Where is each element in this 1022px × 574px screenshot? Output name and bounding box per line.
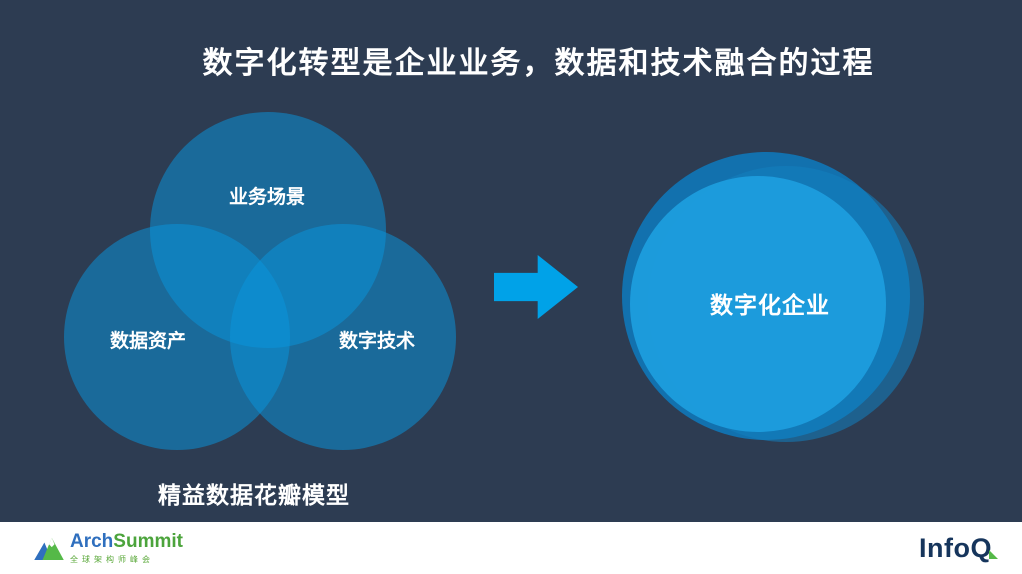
footer-bar: ArchSummit 全球架构师峰会 InfoQ [0, 522, 1022, 574]
archsummit-word-arch: Arch [70, 530, 114, 552]
mountain-icon [34, 537, 64, 560]
infoq-wordmark: InfoQ [919, 532, 992, 563]
infoq-logo: InfoQ [919, 532, 998, 564]
venn-label-business: 业务场景 [228, 187, 305, 208]
result-circle-inner [630, 176, 886, 432]
archsummit-word-summit: Summit [113, 530, 183, 552]
archsummit-subtitle: 全球架构师峰会 [70, 554, 154, 564]
venn-circle-tech [230, 224, 456, 450]
venn-label-tech: 数字技术 [338, 331, 415, 352]
archsummit-logo: ArchSummit 全球架构师峰会 [34, 532, 183, 565]
archsummit-wordmark: ArchSummit [70, 532, 183, 551]
result-circle-group: 数字化企业 [600, 140, 940, 480]
archsummit-text: ArchSummit 全球架构师峰会 [70, 532, 183, 565]
slide-title: 数字化转型是企业业务，数据和技术融合的过程 [202, 47, 875, 80]
venn-diagram: 业务场景 数据资产 数字技术 [0, 0, 520, 520]
infoq-green-accent-icon [989, 549, 998, 559]
venn-caption: 精益数据花瓣模型 [158, 482, 350, 508]
venn-label-data: 数据资产 [109, 331, 186, 352]
result-label: 数字化企业 [710, 292, 830, 318]
